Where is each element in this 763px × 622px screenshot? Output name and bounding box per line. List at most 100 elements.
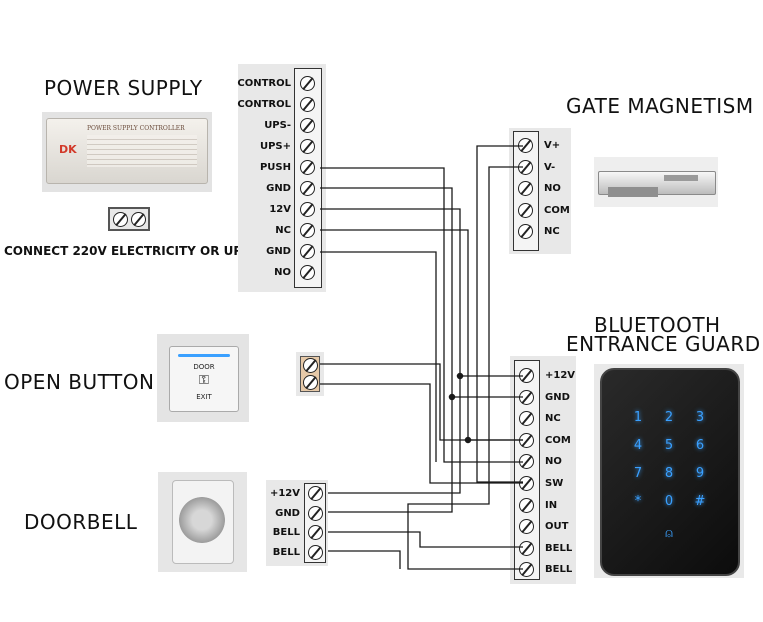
keypad-key[interactable]: 8 xyxy=(664,466,674,481)
power-terminal-label: NC xyxy=(275,225,291,236)
bell-terminal-label: +12V xyxy=(269,488,300,499)
wire-exit-1 xyxy=(320,363,523,441)
entrance-guard-title: ENTRANCE GUARD xyxy=(566,332,761,356)
guard-terminal-label: SW xyxy=(545,478,564,489)
bell-terminal-label: BELL xyxy=(272,527,300,538)
screw-icon xyxy=(519,497,534,513)
key-icon: ⚿ xyxy=(199,372,209,387)
guard-terminal-label: IN xyxy=(545,499,558,511)
magnetic-lock-label xyxy=(664,175,698,181)
open-button-title: OPEN BUTTON xyxy=(4,370,155,394)
lock-terminal-label: COM xyxy=(544,204,570,216)
wire-exit-2 xyxy=(320,383,523,484)
power-terminal-block: CONTROL CONTROL UPS- UPS+ PUSH GND 12V NC GND NO xyxy=(237,64,326,292)
power-terminal-label: GND xyxy=(266,246,291,257)
keypad-key[interactable]: 1 xyxy=(633,410,643,425)
screw-icon xyxy=(308,486,323,501)
wire-power-gnd xyxy=(320,187,523,398)
screw-icon xyxy=(300,118,315,133)
screw-icon xyxy=(308,505,323,521)
mains-connector xyxy=(108,207,150,231)
screw-icon xyxy=(303,375,318,390)
screw-icon xyxy=(519,519,534,535)
power-terminal-label: UPS- xyxy=(264,120,291,131)
power-terminal-label: CONTROL xyxy=(237,78,291,89)
screw-icon xyxy=(308,544,323,560)
keypad-key[interactable]: 5 xyxy=(664,438,674,453)
bell-terminal-strip xyxy=(304,483,326,563)
keypad-key[interactable]: 4 xyxy=(633,438,643,453)
wire-junction xyxy=(448,393,456,401)
screw-icon xyxy=(300,76,315,91)
screw-icon xyxy=(518,202,533,218)
screw-icon xyxy=(131,212,146,227)
wire-power-gnd2 xyxy=(320,251,437,462)
doorbell-title: DOORBELL xyxy=(24,510,138,534)
exit-button-door-text: DOOR xyxy=(193,363,215,371)
keypad-key[interactable]: 3 xyxy=(695,410,705,425)
power-supply-image: POWER SUPPLY CONTROLLER DK xyxy=(42,112,212,192)
guard-terminal-label: COM xyxy=(545,434,571,446)
gate-magnetism-title: GATE MAGNETISM xyxy=(566,94,754,118)
screw-icon xyxy=(300,265,315,280)
keypad-key[interactable]: 6 xyxy=(695,438,705,453)
connect-caption: CONNECT 220V ELECTRICITY OR UPS xyxy=(4,244,251,258)
exit-button-led-bar xyxy=(178,354,230,357)
bell-icon: ⍝ xyxy=(665,525,673,540)
exit-button-image: DOOR ⚿ EXIT xyxy=(157,334,249,422)
wire-lock-vminus xyxy=(407,166,523,570)
doorbell-body xyxy=(172,480,234,564)
lock-terminal-block: V+ V- NO COM NC xyxy=(509,128,571,254)
screw-icon xyxy=(303,358,318,373)
screw-icon xyxy=(519,411,534,427)
power-terminal-label: GND xyxy=(266,183,291,194)
keypad-key[interactable]: 0 xyxy=(664,494,674,509)
screw-icon xyxy=(519,562,534,578)
keypad-key[interactable]: # xyxy=(694,494,706,509)
magnetic-lock-bracket xyxy=(608,187,658,197)
wire-power-nc xyxy=(320,229,523,441)
exit-button-plate: DOOR ⚿ EXIT xyxy=(169,346,239,412)
exit-button-terminal xyxy=(296,352,324,396)
wire-power-push xyxy=(320,167,523,463)
bluetooth-title: BLUETOOTH xyxy=(594,313,721,337)
screw-icon xyxy=(300,202,315,217)
screw-icon xyxy=(300,244,315,259)
screw-icon xyxy=(519,540,534,556)
screw-icon xyxy=(518,224,533,239)
screw-icon xyxy=(300,181,315,196)
power-terminal-label: 12V xyxy=(269,204,291,215)
wire-bell-gnd xyxy=(328,397,453,513)
guard-terminal-label: BELL xyxy=(545,564,573,576)
keypad-key[interactable]: 7 xyxy=(633,466,643,481)
lock-terminal-label: NO xyxy=(544,183,561,194)
lock-terminal-label: V- xyxy=(544,161,556,173)
keypad-key[interactable]: * xyxy=(634,494,642,509)
keypad-key[interactable]: 9 xyxy=(695,466,705,481)
power-terminal-label: PUSH xyxy=(259,162,291,173)
power-supply-box: POWER SUPPLY CONTROLLER DK xyxy=(46,118,208,184)
wire-bell-2 xyxy=(328,550,401,569)
lock-terminal-label: V+ xyxy=(544,140,561,151)
lock-terminal-label: NC xyxy=(544,226,560,237)
power-terminal-label: UPS+ xyxy=(259,141,291,152)
power-terminal-label: CONTROL xyxy=(237,99,291,110)
power-supply-brand-logo: DK xyxy=(59,143,77,156)
power-terminal-label: NO xyxy=(274,267,291,278)
keypad-key[interactable]: 2 xyxy=(664,410,674,425)
doorbell-image xyxy=(158,472,247,572)
wire-bell-12v xyxy=(328,376,461,494)
wire-junction xyxy=(464,436,472,444)
screw-icon xyxy=(300,97,315,112)
bell-terminal-label: GND xyxy=(275,507,300,519)
screw-icon xyxy=(300,139,315,154)
wire-junction xyxy=(456,372,464,380)
guard-terminal-label: NO xyxy=(545,456,562,468)
power-supply-spec-text xyxy=(87,135,197,167)
doorbell-speaker xyxy=(179,497,225,543)
screw-icon xyxy=(113,212,128,227)
guard-terminal-label: GND xyxy=(545,391,570,403)
guard-terminal-label: OUT xyxy=(545,521,569,533)
